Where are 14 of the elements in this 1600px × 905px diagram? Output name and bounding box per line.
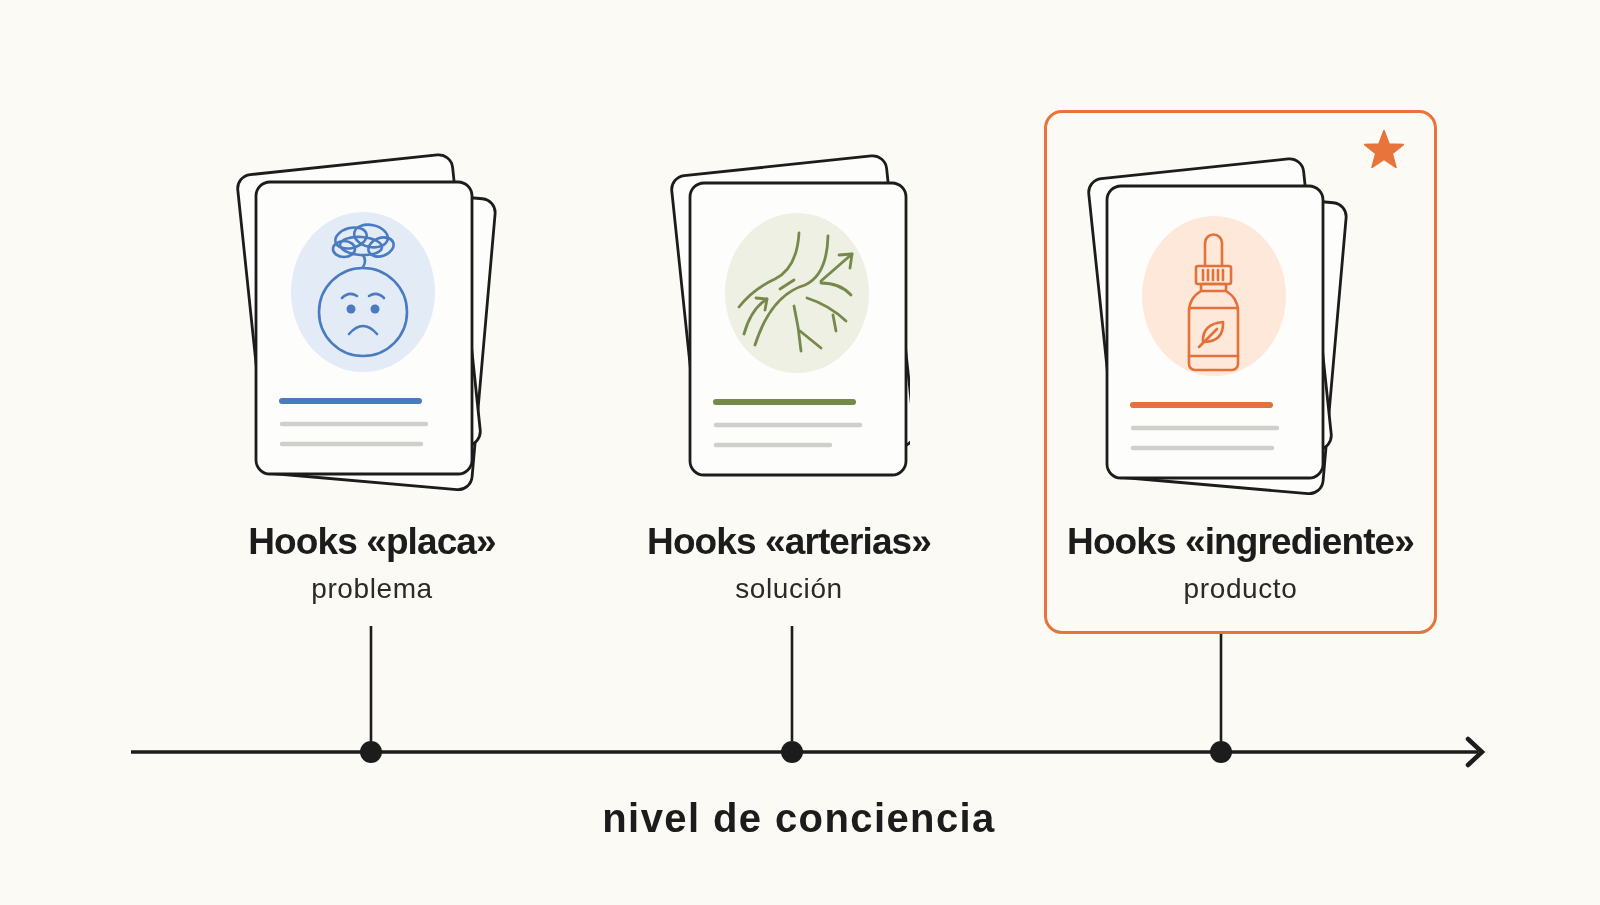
stage-subtitle: producto [1183, 572, 1298, 606]
stage-subtitle: problema [311, 572, 433, 606]
stage-title: Hooks «ingrediente» [1067, 520, 1414, 564]
highlight-frame [1044, 110, 1437, 634]
axis-point [781, 741, 803, 763]
stage-title: Hooks «arterias» [647, 520, 931, 564]
axis-point [1210, 741, 1232, 763]
axis-label: nivel de conciencia [602, 795, 996, 841]
axis-point [360, 741, 382, 763]
leader-line [790, 626, 794, 741]
leader-line [1219, 634, 1223, 741]
stage-subtitle: solución [735, 572, 843, 606]
stage-title: Hooks «placa» [248, 520, 496, 564]
leader-line [369, 626, 373, 741]
